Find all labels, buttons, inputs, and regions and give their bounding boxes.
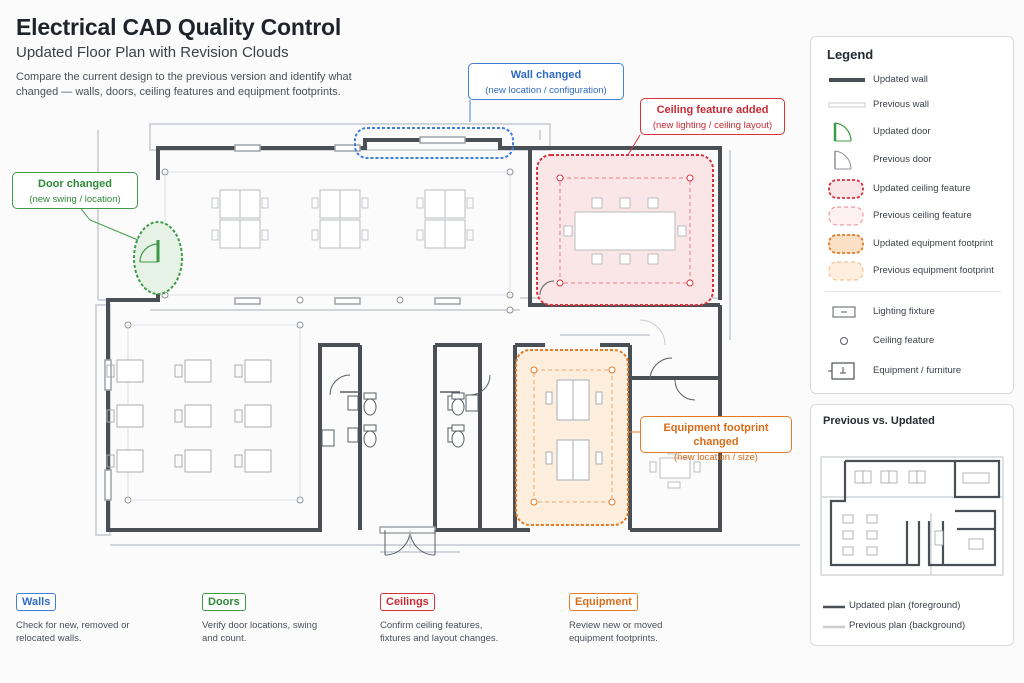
legend-row: Ceiling feature [811,330,1015,352]
equipment-changed-callout: Equipment footprint changed (new locatio… [640,416,792,463]
callout-subtitle: (new location / size) [674,452,758,463]
legend-row: Lighting fixture [811,301,1015,323]
legend-label: Equipment / furniture [873,365,962,376]
legend-panel: Legend Updated wall Previous wall Update… [810,36,1014,394]
legend-label: Lighting fixture [873,306,935,317]
category-badge: Walls [16,593,57,611]
updated-ceiling-cloud-icon [828,179,864,199]
callout-title: Equipment footprint changed [663,422,769,448]
door-revision-cloud [133,221,183,295]
legend-row: Updated door [811,121,1015,143]
category-text: Check for new, removed or relocated wall… [16,620,130,644]
previous-equipment-cloud-icon [828,261,864,281]
updated-plan-label: Updated plan (foreground) [849,600,961,611]
legend-label: Previous equipment footprint [873,265,994,276]
category-doors: Doors Verify door locations, swing and c… [202,592,322,645]
updated-door-icon [833,122,852,142]
category-badge: Doors [202,593,246,611]
previous-wall-icon [828,102,866,108]
ceiling-added-callout: Ceiling feature added (new lighting / ce… [640,98,785,135]
legend-label: Previous wall [873,99,929,110]
page-subtitle: Updated Floor Plan with Revision Clouds [16,44,289,61]
workstations-left [106,359,272,473]
previous-ceiling-cloud-icon [828,206,864,226]
category-badge: Ceilings [380,593,435,611]
door-changed-callout: Door changed (new swing / location) [12,172,138,209]
page-title: Electrical CAD Quality Control [16,14,342,40]
ceiling-feature-icon [840,337,848,345]
page-description: Compare the current design to the previo… [16,71,352,98]
updated-plan-line-icon [823,605,845,609]
legend-label: Updated door [873,126,931,137]
wall-changed-callout: Wall changed (new location / configurati… [468,63,624,100]
callout-title: Door changed [38,178,112,190]
callout-subtitle: (new lighting / ceiling layout) [652,120,773,131]
legend-row: Updated wall [811,69,1015,91]
legend-divider [825,291,1001,292]
legend-row: Updated equipment footprint [811,233,1015,255]
previous-plan-line-icon [823,625,845,629]
entrance-doors [384,529,436,556]
legend-label: Previous door [873,154,932,165]
legend-title: Legend [827,47,874,62]
category-text: Confirm ceiling features, fixtures and l… [380,620,499,644]
callout-title: Ceiling feature added [656,104,769,116]
legend-row: Previous equipment footprint [811,260,1015,282]
ceiling-revision-cloud [536,154,714,306]
category-badge: Equipment [569,593,638,611]
floor-plan [77,100,800,556]
equipment-revision-cloud [515,349,629,526]
category-walls: Walls Check for new, removed or relocate… [16,592,146,645]
equipment-furniture-icon [828,362,855,380]
legend-label: Updated wall [873,74,928,85]
callout-leaders [77,100,641,433]
callout-subtitle: (new swing / location) [29,194,121,205]
category-text: Verify door locations, swing and count. [202,620,318,644]
wall-revision-cloud [354,127,514,159]
right-room-doors [639,319,696,401]
legend-label: Updated ceiling feature [873,183,971,194]
updated-wall-icon [829,78,865,82]
legend-row: Equipment / furniture [811,360,1015,382]
legend-row: Previous wall [811,94,1015,116]
window-strips [104,136,466,534]
callout-title: Wall changed [510,69,582,81]
legend-row: Previous ceiling feature [811,205,1015,227]
legend-label: Ceiling feature [873,335,935,346]
comparison-panel: Previous vs. Updated Updated plan (foreg… [810,404,1014,646]
lighting-fixture-icon [832,306,856,318]
legend-label: Updated equipment footprint [873,238,993,249]
comparison-thumbnail [820,456,1004,576]
category-equipment: Equipment Review new or moved equipment … [569,592,689,645]
category-text: Review new or moved equipment footprints… [569,620,663,644]
legend-row: Updated ceiling feature [811,178,1015,200]
legend-row: Previous door [811,149,1015,171]
comparison-title: Previous vs. Updated [823,415,935,427]
callout-subtitle: (new location / configuration) [485,85,607,96]
previous-plan-label: Previous plan (background) [849,620,966,631]
updated-equipment-cloud-icon [828,234,864,254]
legend-label: Previous ceiling feature [873,210,972,221]
previous-door-icon [834,150,852,170]
category-ceilings: Ceilings Confirm ceiling features, fixtu… [380,592,515,645]
restroom-doors [329,374,491,396]
